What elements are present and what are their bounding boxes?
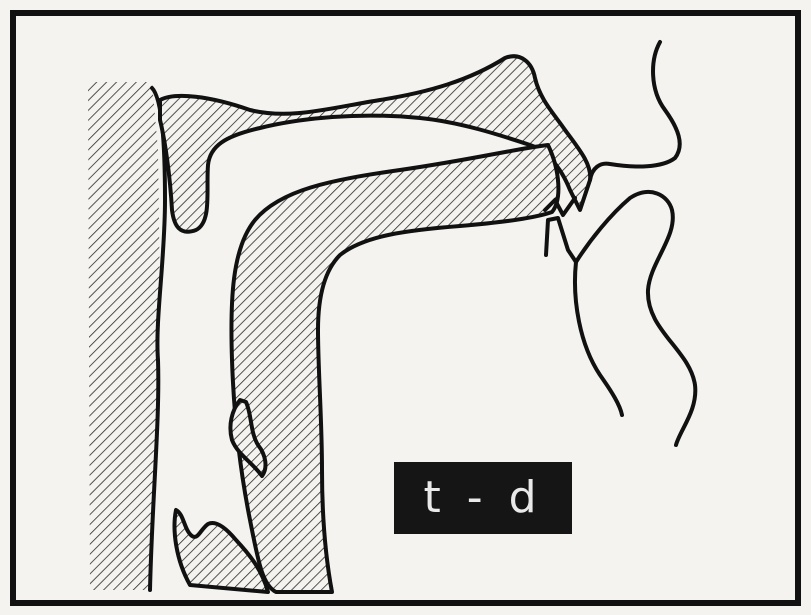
upper-lip [590, 42, 680, 180]
lower-jaw [576, 192, 695, 445]
phoneme-label: t - d [394, 462, 572, 534]
spine-region [88, 82, 160, 590]
phoneme-label-box: t - d [394, 462, 572, 534]
inner-jaw [575, 262, 622, 415]
lower-teeth [546, 218, 576, 262]
